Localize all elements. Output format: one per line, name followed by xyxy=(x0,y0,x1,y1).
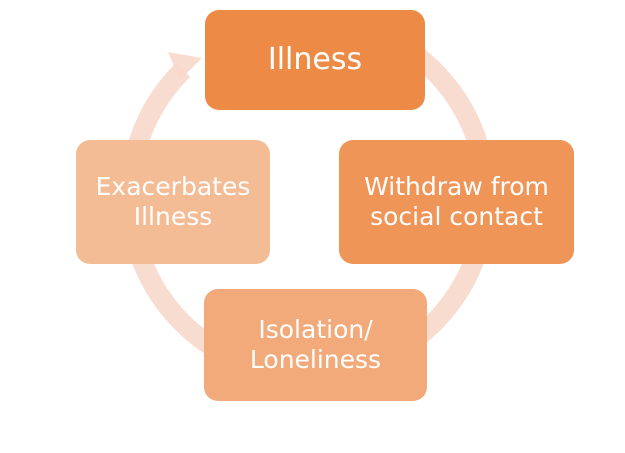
node-illness-label: Illness xyxy=(267,42,363,77)
node-exacerbates-illness: Exacerbates Illness xyxy=(76,140,270,264)
cycle-arrow-head xyxy=(168,52,202,80)
node-isolation-label: Isolation/ Loneliness xyxy=(249,315,382,374)
node-exacerbates-label: Exacerbates Illness xyxy=(95,172,251,231)
node-illness: Illness xyxy=(205,10,425,110)
node-isolation-loneliness: Isolation/ Loneliness xyxy=(204,289,427,401)
node-withdraw-from-social-contact: Withdraw from social contact xyxy=(339,140,574,264)
node-withdraw-label: Withdraw from social contact xyxy=(364,172,549,231)
